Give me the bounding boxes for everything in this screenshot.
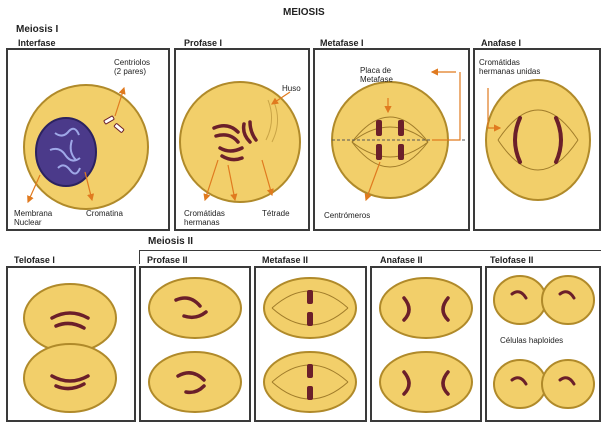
label-hermanas: hermanas [184,218,220,227]
label-huso: Huso [282,84,301,93]
label-metafase: Metafase [360,75,393,84]
label-placa: Placa de [360,66,391,75]
label-cromatina: Cromatina [86,209,123,218]
profase-2-cells [149,278,241,412]
label-tetrade: Tétrade [262,209,290,218]
anafase-2-cells [380,278,472,412]
label-cromatidas-unidas-2: hermanas unidas [479,67,540,76]
nucleus [36,118,96,186]
label-centromeros: Centrómeros [324,211,370,220]
profase-1-cell [180,82,300,202]
telofase-1-cells [24,284,116,412]
label-cromatidas-unidas-1: Cromátidas [479,58,520,67]
label-dos-pares: (2 pares) [114,67,146,76]
anafase-1-cell [486,80,590,200]
label-nuclear: Nuclear [14,218,42,227]
label-membrana: Membrana [14,209,52,218]
interfase-cell [24,85,148,209]
metafase-2-cells [264,278,356,412]
label-centriolos: Centriolos [114,58,150,67]
label-cromatidas: Cromátidas [184,209,225,218]
label-celulas-haploides: Células haploides [500,336,563,345]
